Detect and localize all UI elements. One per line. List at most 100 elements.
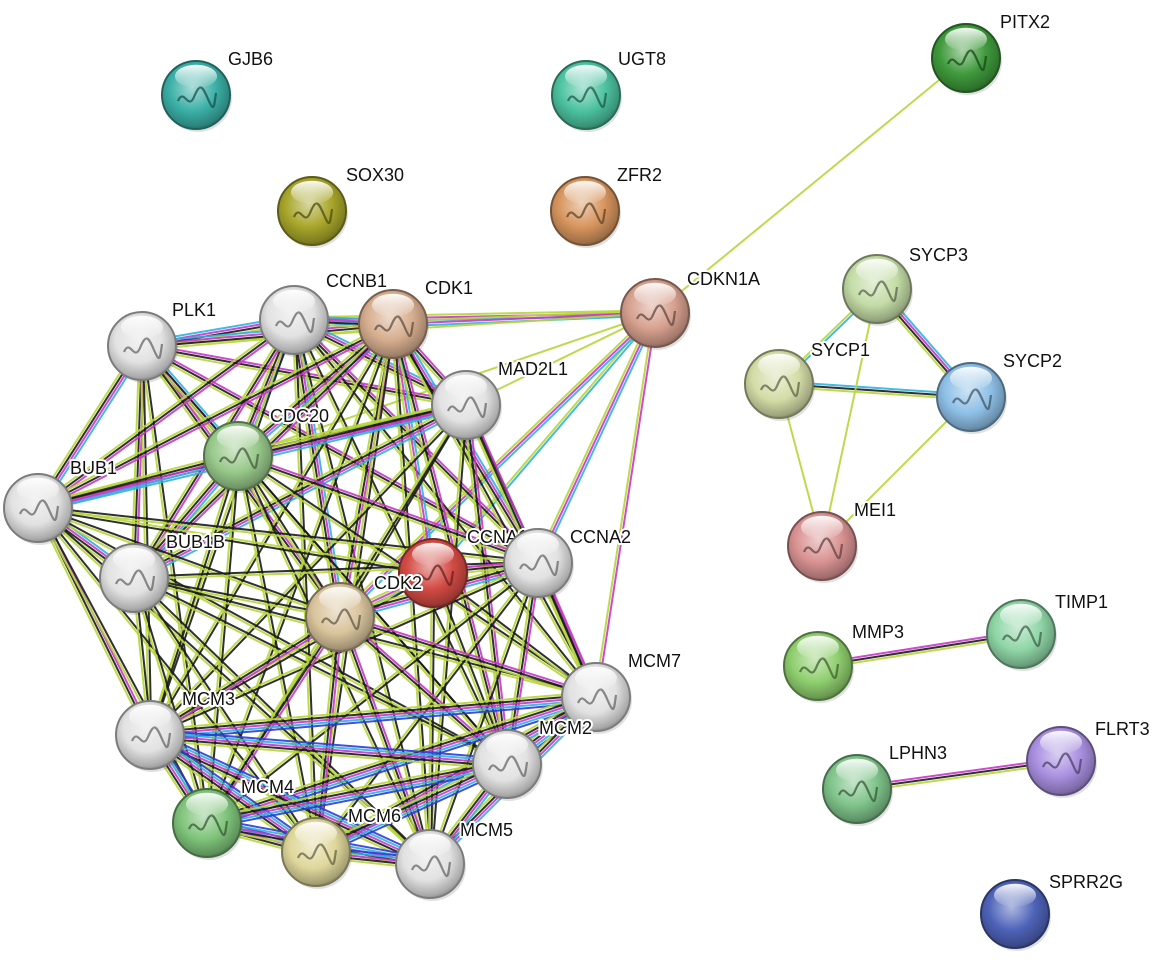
node-sycp2[interactable]: SYCP2 (936, 349, 1064, 434)
edge-strand-coexpression (134, 575, 509, 764)
node-gloss (757, 353, 801, 377)
node-gloss (444, 374, 488, 398)
edge-cdkn1a-mad2l1 (465, 312, 656, 406)
node-mcm7[interactable]: MCM7 (561, 649, 683, 734)
node-label: MCM5 (460, 820, 513, 840)
node-gloss (174, 64, 218, 88)
edge-bub1-cdk2 (37, 505, 341, 620)
node-gloss (633, 282, 677, 306)
edge-strand-coexpression (339, 616, 431, 865)
node-cdk1[interactable]: CDK1 (358, 276, 475, 361)
edge-strand-coexpression (293, 319, 539, 564)
edge-strand-experiments (317, 617, 344, 853)
edge-strand-experiments (392, 323, 434, 574)
node-timp1[interactable]: TIMP1 (986, 590, 1110, 671)
edge-strand-textmining (37, 508, 340, 620)
edge-strand-neighborhood (317, 767, 510, 858)
edge-cdkn1a-pitx2 (654, 57, 967, 314)
node-label: CCNA2 (570, 527, 631, 547)
node-mmp3[interactable]: MMP3 (783, 620, 906, 703)
node-gloss (944, 27, 988, 51)
edge-strand-experiments (149, 696, 597, 736)
node-sox30[interactable]: SOX30 (277, 163, 406, 248)
node-ccna2[interactable]: CCNA2 (503, 525, 633, 600)
node-ccnb1[interactable]: CCNB1 (259, 269, 389, 357)
node-mad2l1[interactable]: MAD2L1 (431, 357, 570, 442)
node-label: SYCP2 (1003, 351, 1062, 371)
edge-strand-textmining (35, 508, 207, 825)
node-gloss (120, 315, 164, 339)
edge-cdk1-bub1 (36, 320, 395, 512)
node-label: BUB1B (166, 532, 225, 552)
edge-strand-experiments (340, 613, 598, 696)
node-cdc20[interactable]: CDC20 (203, 404, 331, 493)
edge-cdkn1a-ccna2 (534, 311, 659, 565)
node-lphn3[interactable]: LPHN3 (822, 741, 949, 826)
edge-strand-experiments (537, 312, 656, 564)
edge-strand-databases (150, 731, 432, 863)
node-mcm5[interactable]: MCM5 (395, 818, 515, 901)
node-plk1[interactable]: PLK1 (107, 298, 218, 383)
edge-strand-coexpression (37, 319, 295, 509)
edge-strand-experiments (38, 321, 297, 511)
edge-strand-textmining (392, 309, 655, 323)
node-sycp1[interactable]: SYCP1 (744, 338, 872, 421)
edge-strand-textmining (205, 757, 507, 819)
edge-strand-coexpression (132, 402, 466, 578)
edge-strand-coexpression (430, 563, 541, 865)
node-mcm4[interactable]: MCM4 (172, 775, 296, 860)
edge-strand-textmining (38, 505, 434, 573)
node-gloss (294, 821, 338, 845)
node-label: MMP3 (852, 622, 904, 642)
edge-strand-databases (394, 323, 437, 573)
node-mei1[interactable]: MEI1 (787, 498, 898, 583)
edge-strand-coexpression (149, 693, 596, 734)
node-ugt8[interactable]: UGT8 (551, 47, 668, 132)
node-label: FLRT3 (1095, 719, 1150, 739)
edge-strand-textmining (149, 739, 507, 771)
node-gloss (800, 515, 844, 539)
node-label: PITX2 (1000, 12, 1050, 32)
node-label: MCM3 (182, 689, 235, 709)
node-mcm6[interactable]: MCM6 (281, 804, 403, 889)
node-gloss (796, 635, 840, 659)
edge-strand-experiments (341, 615, 434, 864)
edge-strand-textmining (34, 508, 149, 737)
edge-strand-textmining (336, 617, 429, 866)
node-gjb6[interactable]: GJB6 (161, 47, 275, 132)
edge-strand-neighborhood (150, 728, 508, 760)
edge-strand-experiments (149, 734, 508, 765)
node-sycp3[interactable]: SYCP3 (842, 243, 970, 326)
node-bub1[interactable]: BUB1 (3, 456, 119, 545)
edge-strand-textmining (131, 578, 207, 824)
edge-strand-textmining (148, 613, 340, 734)
edge-mcm7-mcm3 (149, 690, 597, 742)
edge-ccna2-mcm5 (427, 562, 541, 865)
edge-strand-textmining (313, 758, 506, 849)
edge-strand-databases (150, 698, 597, 739)
node-flrt3[interactable]: FLRT3 (1026, 717, 1152, 798)
node-gloss (574, 666, 618, 690)
node-label: CDC20 (270, 406, 329, 426)
edge-sycp2-mei1 (821, 396, 972, 547)
node-zfr2[interactable]: ZFR2 (550, 163, 664, 248)
node-cdkn1a[interactable]: CDKN1A (620, 267, 762, 350)
edge-strand-experiments (150, 618, 342, 739)
edge-strand-textmining (821, 288, 878, 547)
node-pitx2[interactable]: PITX2 (931, 10, 1052, 95)
node-mcm2[interactable]: MCM2 (472, 716, 594, 801)
node-cdk2[interactable]: CDK2 (305, 571, 424, 654)
node-sprr2g[interactable]: SPRR2G (980, 870, 1125, 951)
edge-cdk2-mcm3 (148, 613, 342, 739)
edge-mcm2-mcm4 (205, 757, 509, 830)
edge-strand-textmining (654, 57, 967, 314)
edge-bub1b-mcm2 (132, 575, 509, 767)
edge-strand-textmining (821, 396, 972, 547)
node-bub1b[interactable]: BUB1B (99, 530, 227, 615)
node-label: GJB6 (228, 49, 273, 69)
node-label: CDK1 (425, 278, 473, 298)
node-mcm3[interactable]: MCM3 (115, 687, 237, 772)
edge-strand-textmining (465, 312, 656, 406)
node-gloss (408, 833, 452, 857)
